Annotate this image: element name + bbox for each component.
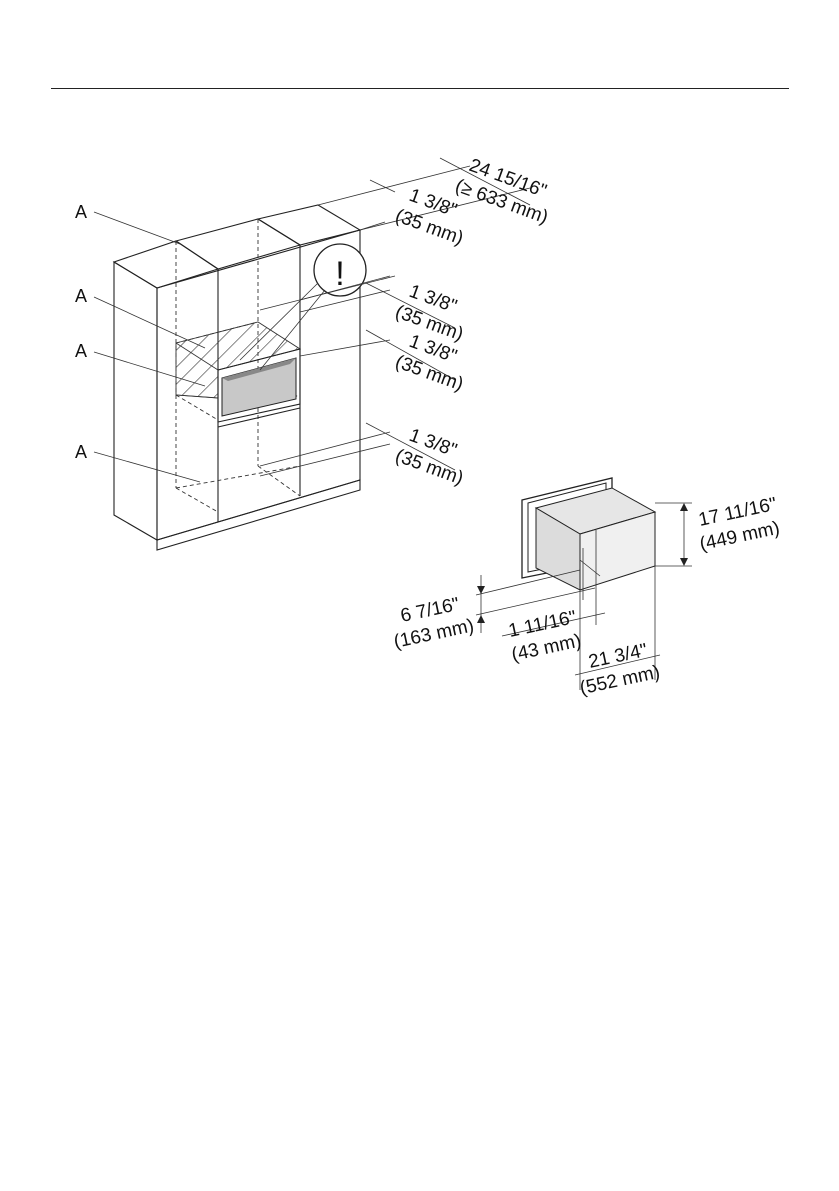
dim-gap-2: 1 3/8" (35 mm) [392, 279, 474, 345]
callout-a-upper: A [75, 286, 87, 306]
dim-appliance-depth: 21 3/4" (552 mm) [573, 638, 662, 699]
callout-a-bottom: A [75, 442, 87, 462]
warning-symbol: ! [335, 255, 344, 293]
dim-front-height: 6 7/16" (163 mm) [387, 592, 476, 653]
dim-gap-3: 1 3/8" (35 mm) [392, 329, 474, 395]
appliance-unit [522, 478, 655, 600]
dim-top-depth: 24 15/16" (≥ 633 mm) [452, 153, 559, 228]
callout-a-top: A [75, 202, 87, 222]
dim-front-offset: 1 11/16" (43 mm) [505, 607, 584, 666]
dim-appliance-height: 17 11/16" (449 mm) [693, 494, 784, 555]
dim-gap-4: 1 3/8" (35 mm) [392, 423, 474, 489]
callout-a-middle: A [75, 341, 87, 361]
